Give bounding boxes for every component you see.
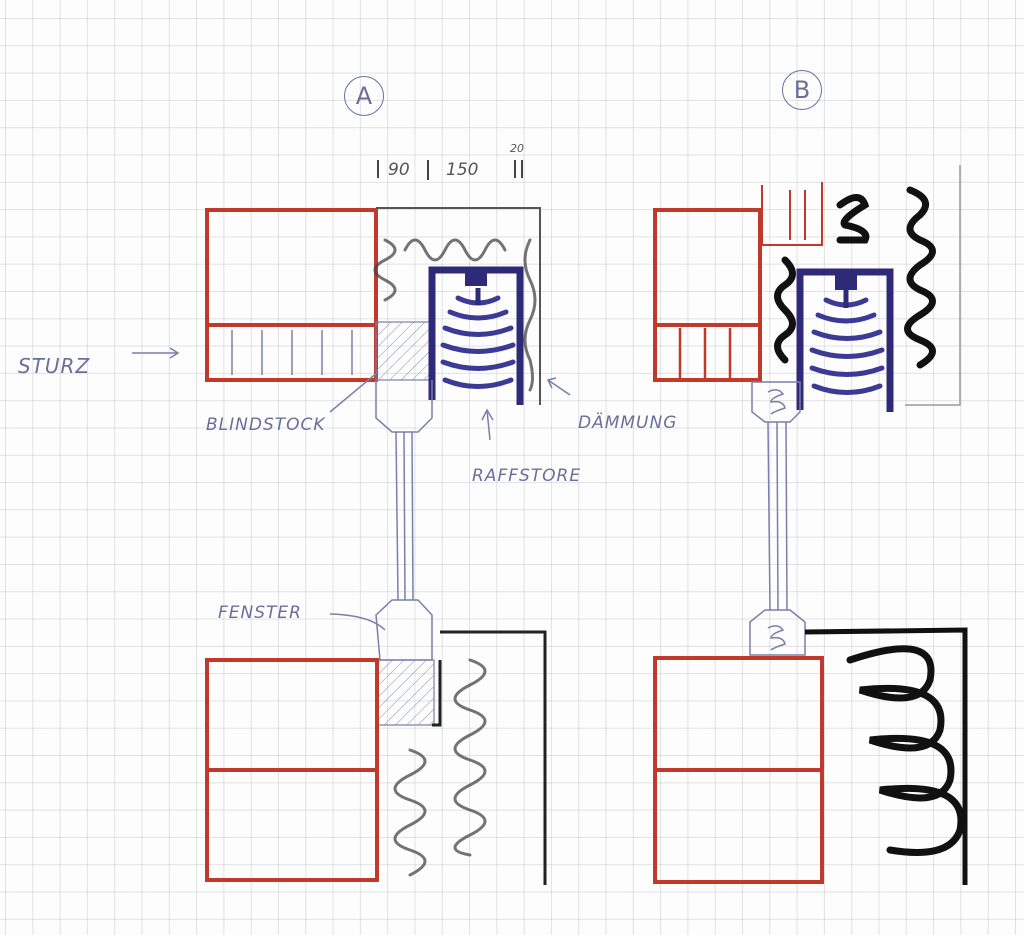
dimension-20: 20 xyxy=(510,142,524,155)
housing-top-b xyxy=(761,182,823,246)
masonry-block-bottom2-a xyxy=(205,768,379,882)
detail-marker-a: A xyxy=(344,76,384,116)
housing-b xyxy=(905,165,961,406)
blindstock-bottom-a xyxy=(377,659,435,726)
sill-a xyxy=(432,630,547,885)
detail-a xyxy=(132,160,571,885)
label-blindstock: BLINDSTOCK xyxy=(206,415,326,435)
window-frame-top-b xyxy=(751,381,801,423)
insulation-b-bottom xyxy=(846,645,965,856)
lintel-ribs-a xyxy=(231,330,353,375)
raffstore-head-b xyxy=(835,272,857,290)
raffstore-lamellas-a xyxy=(440,288,516,389)
label-daemmung: DÄMMUNG xyxy=(578,413,678,433)
window-frame-spring-bottom-b xyxy=(767,625,786,651)
arrow-blindstock xyxy=(329,371,379,413)
raffstore-lamellas-b xyxy=(809,290,885,395)
window-frame-spring-top-b xyxy=(767,389,786,415)
arrow-daemmung xyxy=(546,377,571,396)
masonry-block-top-b xyxy=(653,208,762,327)
insulation-a-top xyxy=(373,238,537,392)
window-glass-b xyxy=(767,421,788,611)
masonry-block-bottom1-a xyxy=(205,658,379,772)
dimension-90: 90 xyxy=(388,160,410,180)
detail-b xyxy=(653,165,968,885)
window-frame-top-a xyxy=(375,380,433,433)
dimension-150: 150 xyxy=(446,160,479,180)
arrow-fenster xyxy=(329,613,386,631)
housing-a xyxy=(376,207,541,405)
label-sturz: STURZ xyxy=(18,354,91,378)
insulation-a-bottom xyxy=(393,658,487,877)
window-frame-bottom-b xyxy=(749,609,806,656)
label-raffstore: RAFFSTORE xyxy=(472,466,582,486)
lintel-b xyxy=(653,323,762,382)
label-fenster: FENSTER xyxy=(218,603,302,623)
masonry-block-top-a xyxy=(205,208,378,327)
masonry-block-bottom2-b xyxy=(653,768,824,884)
arrow-raffstore xyxy=(481,408,494,441)
detail-marker-b: B xyxy=(782,70,822,110)
sill-b xyxy=(804,627,968,885)
insulation-b-top xyxy=(774,186,936,369)
masonry-block-bottom1-b xyxy=(653,656,824,772)
raffstore-head-a xyxy=(465,268,487,286)
arrow-sturz xyxy=(132,347,180,359)
window-glass-a xyxy=(395,431,414,601)
blindstock-a xyxy=(375,321,433,381)
